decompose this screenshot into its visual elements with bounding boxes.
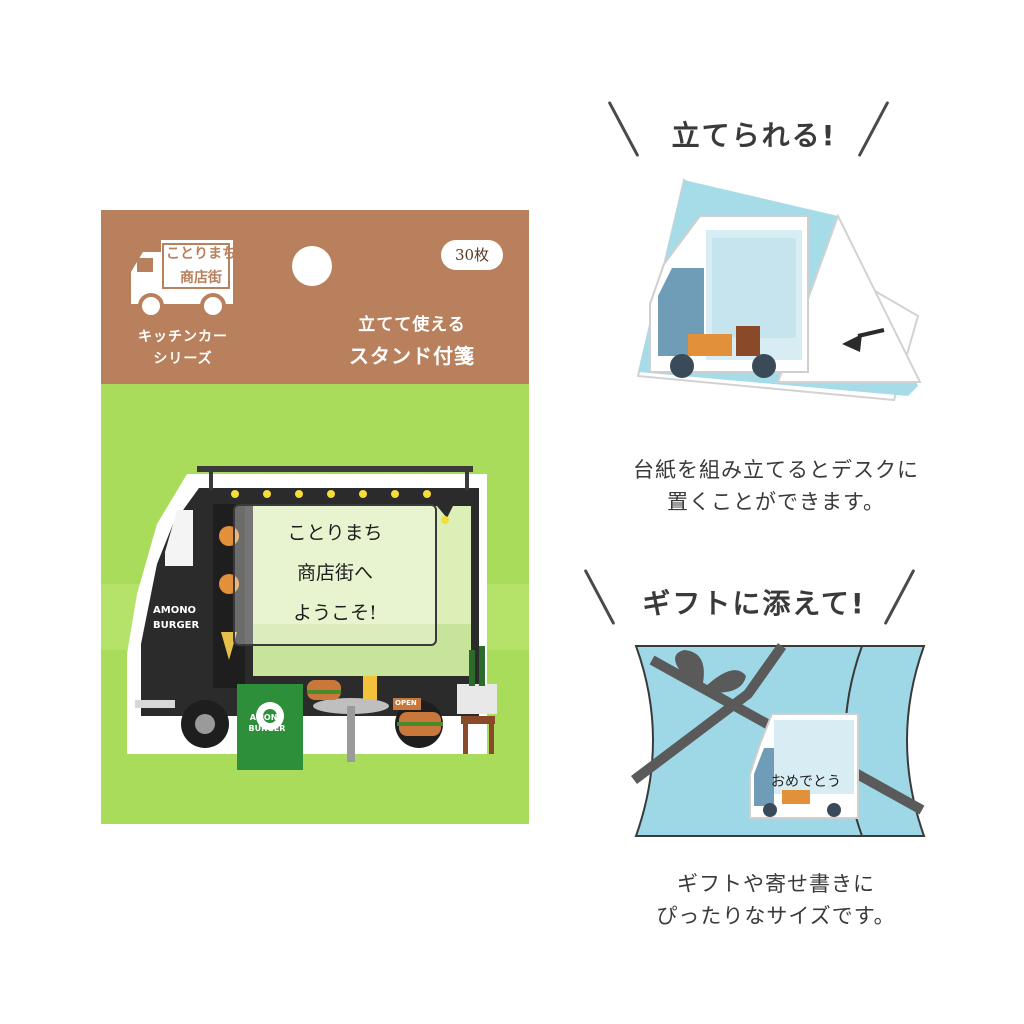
truck-logo-icon <box>131 240 233 319</box>
series-name-line2: シリーズ <box>153 351 213 367</box>
feature-stand-desc-line1: 台紙を組み立てるとデスクに <box>633 458 919 482</box>
welcome-line2: 商店街へ <box>296 562 373 584</box>
tagline-line1: 立てて使える <box>358 315 466 335</box>
feature-gift-desc-line2: ぴったりなサイズです。 <box>656 904 896 928</box>
truck-brand-line1: AMONO <box>153 605 197 616</box>
gift-title-slash-left <box>583 568 616 626</box>
food-truck-sticky-note <box>127 466 497 770</box>
sign-brand-line1: AMONO <box>249 713 285 722</box>
gift-box-illustration <box>630 643 926 837</box>
feature-stand-desc-line2: 置くことができます。 <box>667 490 885 514</box>
welcome-line1: ことりまち <box>287 522 383 544</box>
open-tag: OPEN <box>395 699 417 707</box>
feature-gift-desc-line1: ギフトや寄せ書きに <box>677 872 875 896</box>
truck-brand-line2: BURGER <box>153 620 200 631</box>
count-badge: 30枚 <box>441 240 503 270</box>
sign-brand-line2: BURGER <box>248 724 286 733</box>
product-package: ことりまち 商店街 キッチンカー シリーズ 30枚 立てて使える スタンド付箋 <box>101 210 529 824</box>
welcome-line3: ようこそ! <box>293 602 377 624</box>
welcome-message-frame: ことりまち 商店街へ ようこそ! <box>233 504 437 646</box>
logo-text-line1: ことりまち <box>166 246 236 262</box>
feature-gift-title: ギフトに添えて! <box>642 587 866 620</box>
hang-hole <box>292 246 332 286</box>
feature-stand-title: 立てられる! <box>671 119 837 152</box>
logo-text-line2: 商店街 <box>180 270 222 286</box>
stand-illustration <box>636 178 922 402</box>
gift-note-message: おめでとう <box>771 774 841 790</box>
title-slash-left <box>607 100 640 158</box>
series-name-line1: キッチンカー <box>138 329 228 345</box>
tagline-line2: スタンド付箋 <box>349 344 475 368</box>
